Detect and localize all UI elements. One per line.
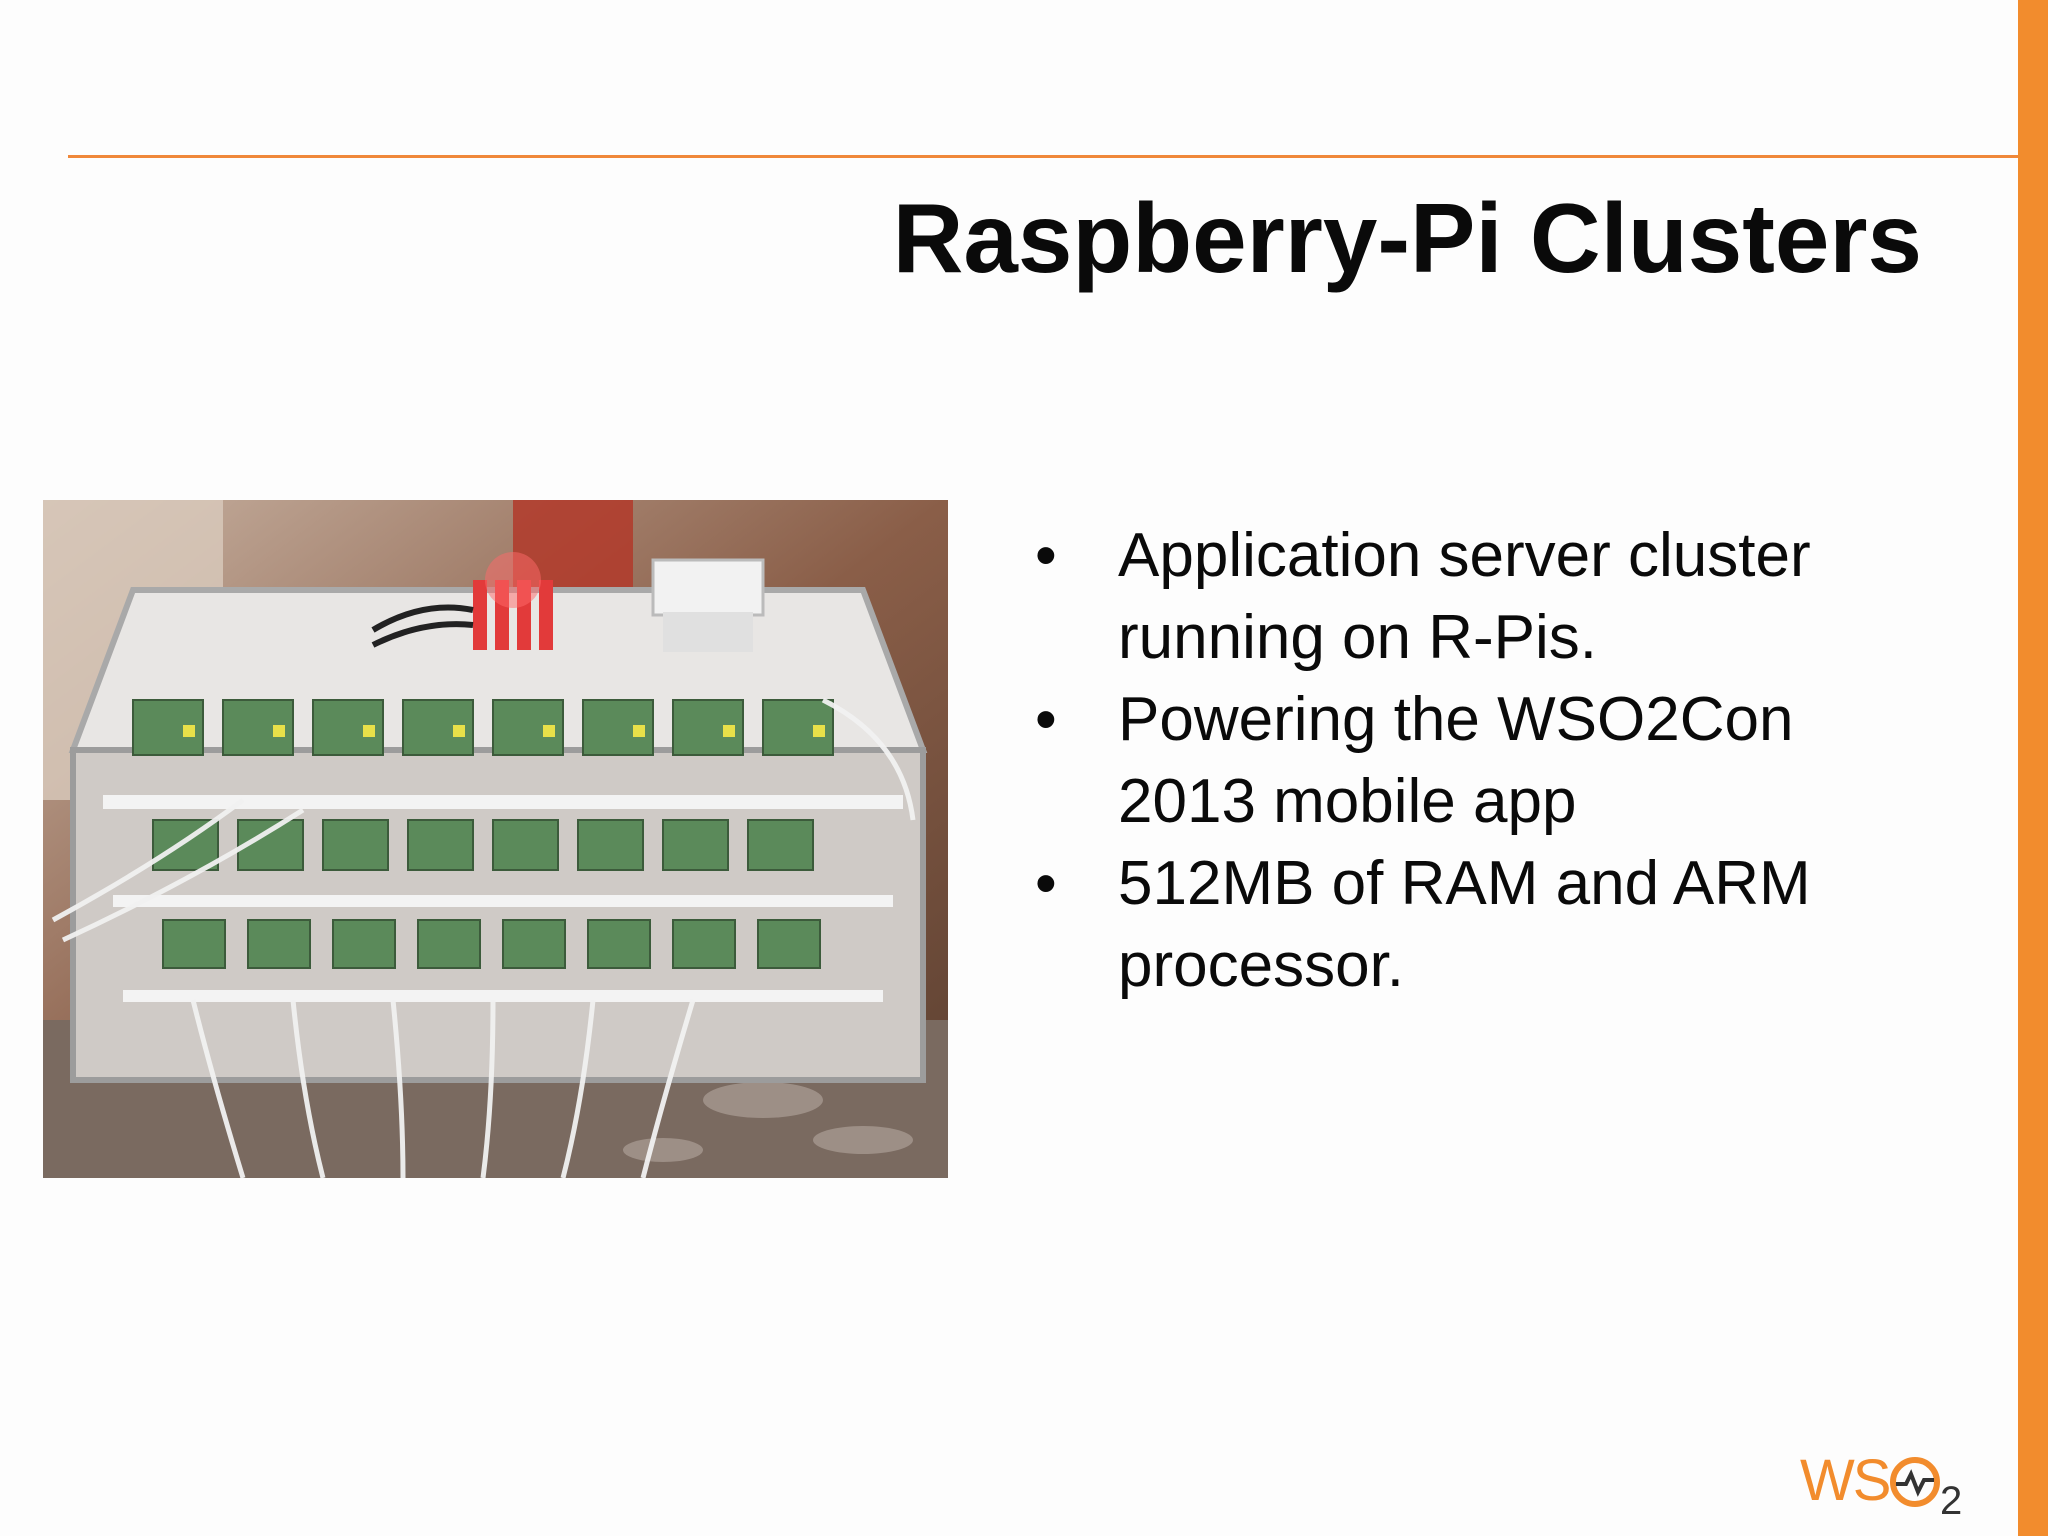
bullet-text: Powering the WSO2Con 2013 mobile app bbox=[1118, 685, 1794, 836]
raspberry-pi-cluster-photo bbox=[43, 500, 948, 1178]
accent-side-bar bbox=[2018, 0, 2048, 1536]
bullet-text: 512MB of RAM and ARM processor. bbox=[1118, 849, 1811, 1000]
bullet-item: • Powering the WSO2Con 2013 mobile app bbox=[1030, 679, 1820, 843]
slide-title: Raspberry-Pi Clusters bbox=[892, 183, 1922, 293]
bullet-marker: • bbox=[1035, 849, 1057, 918]
wso2-logo: WS 2 bbox=[1800, 1440, 1990, 1523]
header-rule bbox=[68, 155, 2018, 158]
bullet-list: • Application server cluster running on … bbox=[1030, 515, 1820, 1007]
bullet-text: Application server cluster running on R-… bbox=[1118, 521, 1811, 672]
bullet-item: • 512MB of RAM and ARM processor. bbox=[1030, 843, 1820, 1007]
bullet-marker: • bbox=[1035, 521, 1057, 590]
bullet-marker: • bbox=[1035, 685, 1057, 754]
bullet-item: • Application server cluster running on … bbox=[1030, 515, 1820, 679]
svg-text:2: 2 bbox=[1940, 1479, 1962, 1520]
svg-text:WS: WS bbox=[1800, 1448, 1890, 1513]
